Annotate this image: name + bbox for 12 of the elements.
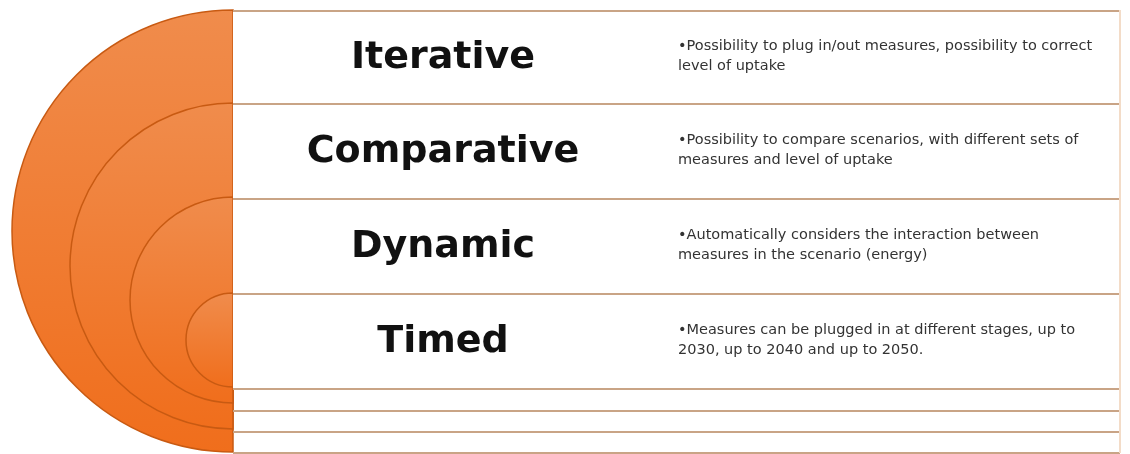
row-heading: Dynamic [349, 221, 537, 266]
feature-row [233, 103, 1120, 198]
bullet-text: •Possibility to plug in/out measures, possibility to correct level of uptake [678, 35, 1094, 75]
bullet-text: •Measures can be plugged in at different stages, up to 2030, up to 2040 and up to 2050. [678, 319, 1077, 359]
feature-row [233, 198, 1120, 293]
feature-row [233, 10, 1120, 103]
bullet-text: •Possibility to compare scenarios, with different sets of measures and level of uptake [678, 129, 1080, 169]
row-heading: Iterative [349, 32, 537, 77]
row-heading: Comparative [305, 126, 581, 171]
feature-row [233, 293, 1120, 388]
bullet-text: •Automatically considers the interaction between measures in the scenario (energy) [678, 224, 1041, 264]
row-heading: Timed [376, 316, 510, 361]
